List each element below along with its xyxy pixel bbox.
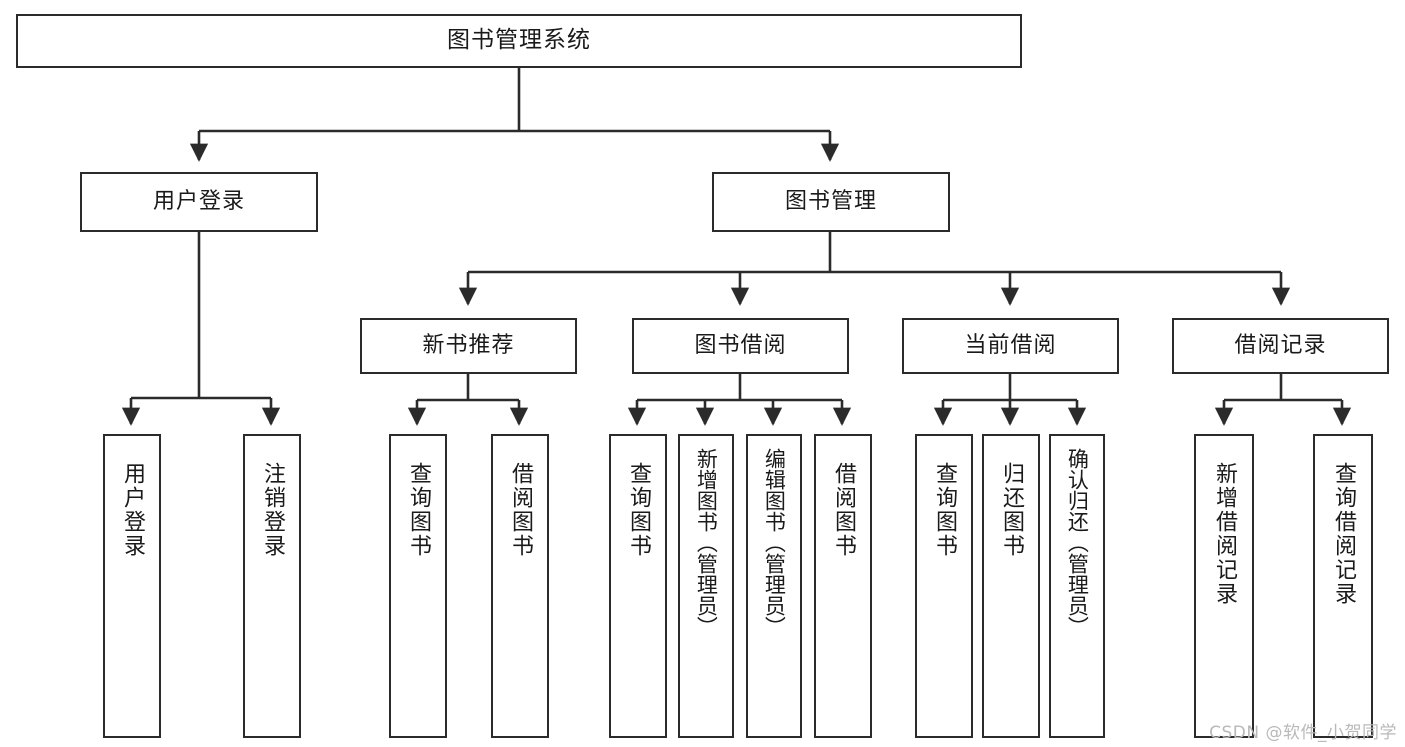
node-label: 归还图书 [998,462,1024,558]
node-label: 编辑图书（管理员） [762,448,787,637]
node-new-book-recommend[interactable]: 新书推荐 [360,318,577,374]
node-label: 图书管理 [784,188,877,214]
node-label: 图书管理系统 [447,27,591,54]
node-root-book-management-system[interactable]: 图书管理系统 [16,14,1022,68]
leaf-query-borrow-record[interactable]: 查询借阅记录 [1313,434,1373,738]
node-label: 查询图书 [931,462,957,558]
node-label: 借阅图书 [507,462,533,558]
leaf-logout-login[interactable]: 注销登录 [243,434,301,738]
leaf-query-book-current[interactable]: 查询图书 [915,434,973,738]
node-book-borrow[interactable]: 图书借阅 [632,318,849,374]
node-label: 确认归还（管理员） [1065,448,1090,637]
leaf-query-book-recommend[interactable]: 查询图书 [389,434,447,738]
leaf-add-book-admin[interactable]: 新增图书（管理员） [678,434,734,738]
leaf-edit-book-admin[interactable]: 编辑图书（管理员） [746,434,802,738]
node-label: 新增图书（管理员） [694,448,719,637]
csdn-watermark: CSDN @软件_小贺同学 [1209,723,1397,743]
node-label: 查询图书 [405,462,431,558]
node-current-borrow[interactable]: 当前借阅 [902,318,1119,374]
leaf-query-book-borrow[interactable]: 查询图书 [609,434,667,738]
leaf-borrow-book-recommend[interactable]: 借阅图书 [491,434,549,738]
node-label: 借阅记录 [1234,332,1327,358]
node-label: 借阅图书 [830,462,856,558]
leaf-borrow-book[interactable]: 借阅图书 [814,434,872,738]
leaf-add-borrow-record[interactable]: 新增借阅记录 [1194,434,1254,738]
node-label: 当前借阅 [964,332,1057,358]
node-label: 新增借阅记录 [1211,462,1237,606]
node-label: 注销登录 [259,462,285,558]
leaf-confirm-return-admin[interactable]: 确认归还（管理员） [1049,434,1105,738]
node-borrow-records[interactable]: 借阅记录 [1172,318,1389,374]
leaf-user-login[interactable]: 用户登录 [103,434,161,738]
node-user-login[interactable]: 用户登录 [80,172,318,232]
node-label: 查询借阅记录 [1330,462,1356,606]
node-label: 新书推荐 [422,332,515,358]
node-label: 用户登录 [119,462,145,558]
leaf-return-book[interactable]: 归还图书 [982,434,1040,738]
node-label: 图书借阅 [694,332,787,358]
node-book-management[interactable]: 图书管理 [712,172,950,232]
node-label: 用户登录 [152,188,245,214]
node-label: 查询图书 [625,462,651,558]
